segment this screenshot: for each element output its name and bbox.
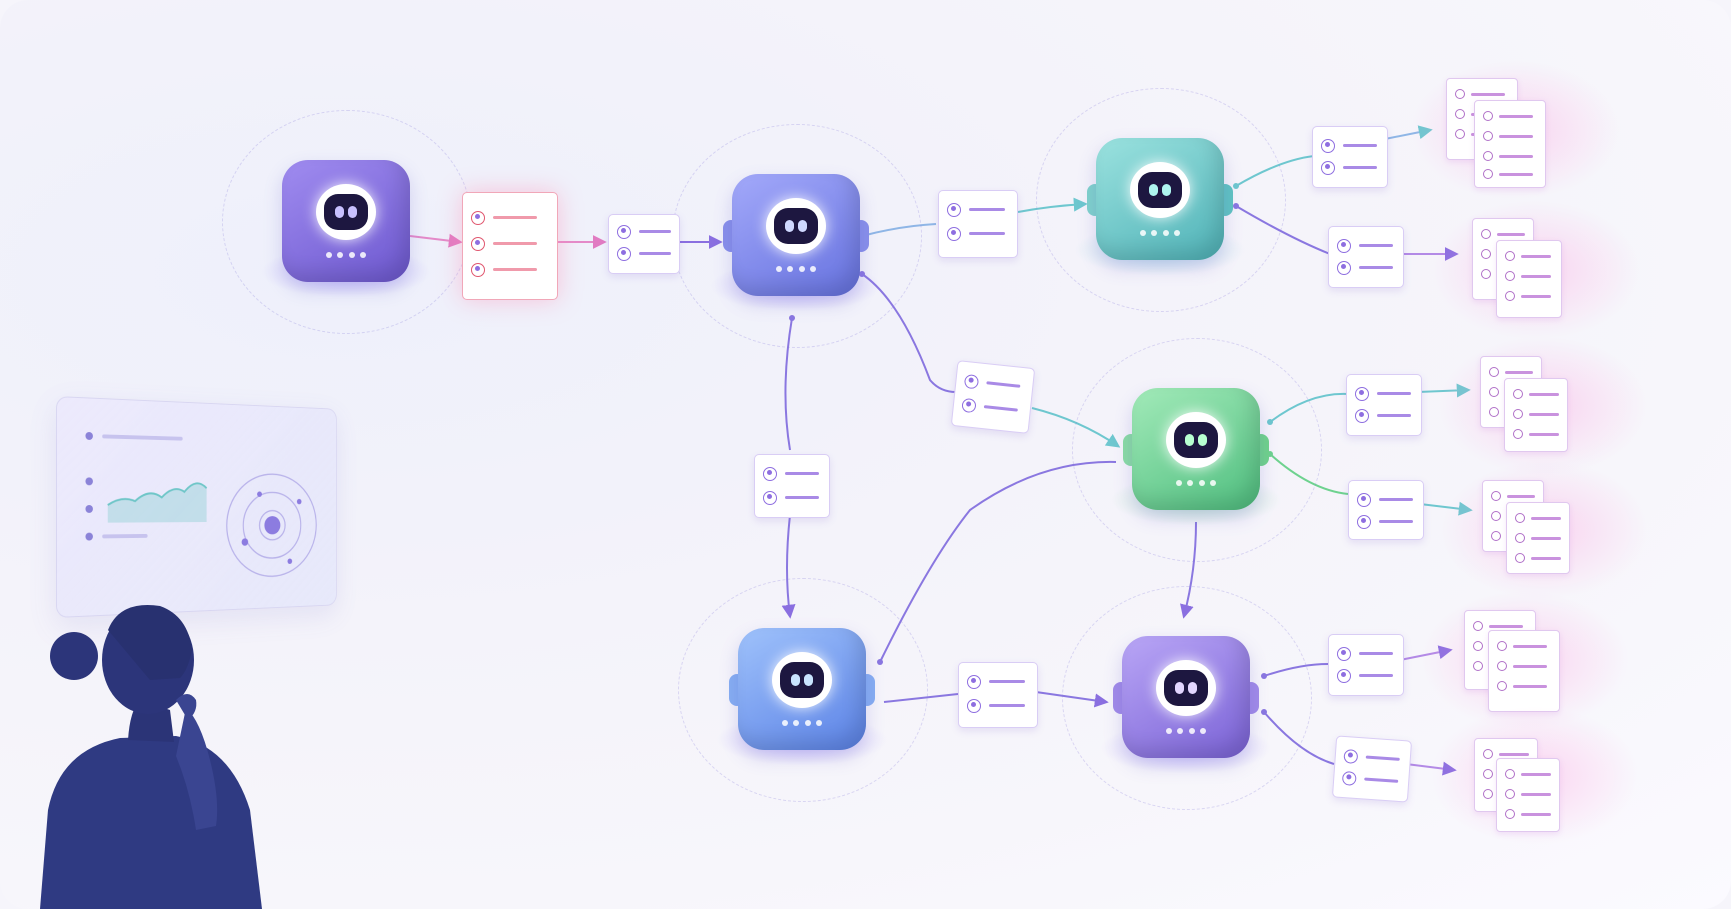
user-record-icon — [1312, 126, 1388, 188]
document-stack-icon — [1506, 502, 1570, 574]
person-icon — [40, 605, 262, 909]
user-record-icon — [462, 192, 558, 300]
user-record-icon — [1348, 480, 1424, 540]
dashboard-chart-icon — [85, 431, 336, 617]
document-stack-icon — [1504, 378, 1568, 452]
document-stack-icon — [1488, 630, 1560, 712]
user-record-icon — [754, 454, 830, 518]
robot-icon — [1072, 338, 1322, 562]
user-record-icon — [1331, 735, 1413, 803]
document-stack-icon — [1496, 758, 1560, 832]
user-record-icon — [1328, 634, 1404, 696]
document-stack-icon — [1474, 100, 1546, 188]
user-record-icon — [938, 190, 1018, 258]
robot-icon — [1036, 88, 1286, 312]
robot-icon — [678, 578, 928, 802]
user-record-icon — [950, 360, 1036, 434]
document-stack-icon — [1496, 240, 1562, 318]
robot-icon — [1062, 586, 1312, 810]
user-record-icon — [958, 662, 1038, 728]
robot-icon — [672, 124, 922, 348]
user-record-icon — [1328, 226, 1404, 288]
user-record-icon — [1346, 374, 1422, 436]
robot-icon — [222, 110, 472, 334]
analytics-dashboard-panel — [56, 396, 337, 618]
user-record-icon — [608, 214, 680, 274]
